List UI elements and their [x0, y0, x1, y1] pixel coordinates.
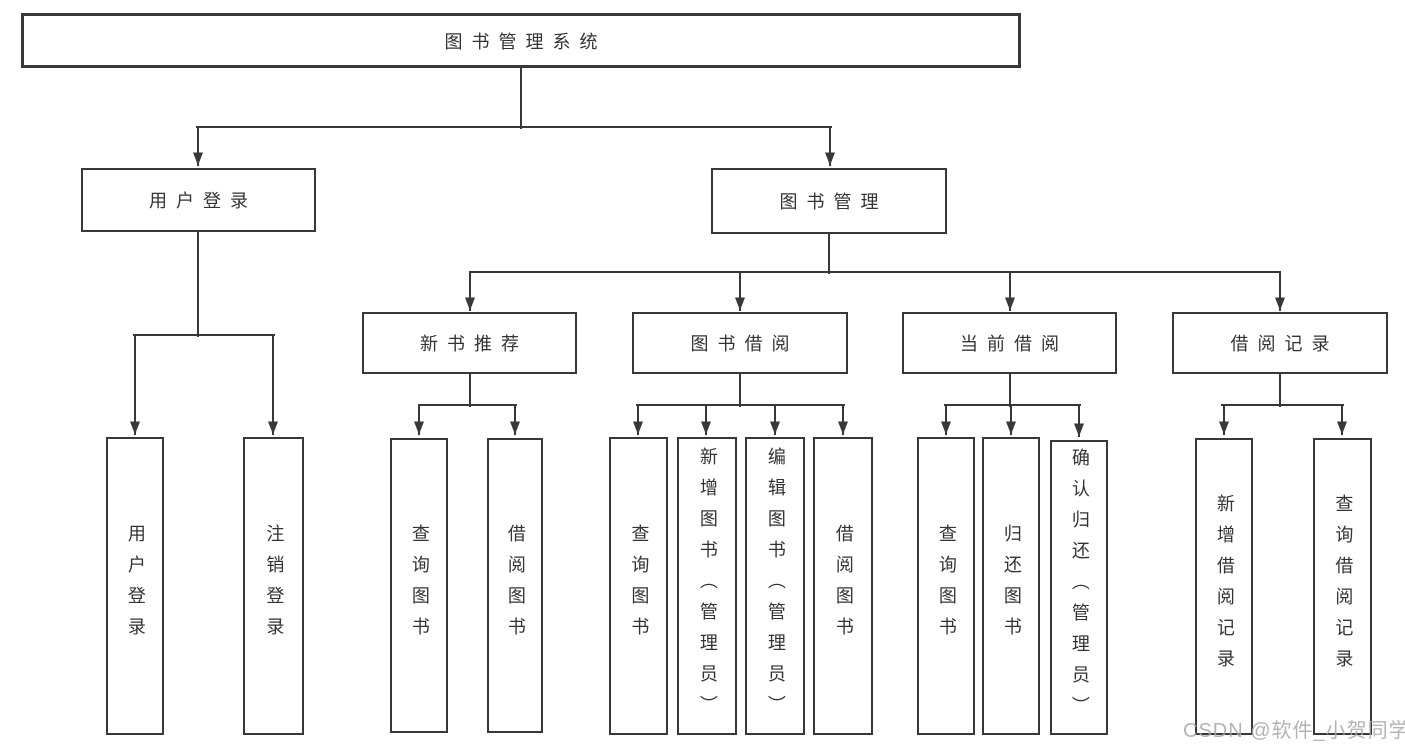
- edges-user-login: [130, 231, 278, 435]
- edges-current-borrow: [941, 373, 1084, 437]
- leaf-add-books-admin: 新增图书（管理员）: [677, 437, 737, 735]
- leaf-query-books-current: 查询图书: [917, 437, 975, 735]
- leaf-user-login: 用户登录: [106, 437, 164, 735]
- leaf-return-books: 归还图书: [982, 437, 1040, 735]
- node-book-management: 图书管理: [711, 168, 947, 234]
- node-new-book-recommend: 新书推荐: [362, 312, 577, 374]
- leaf-query-books-borrow: 查询图书: [609, 437, 668, 735]
- leaf-borrow-books: 借阅图书: [813, 437, 873, 735]
- edges-book-borrow: [633, 373, 848, 435]
- leaf-edit-books-admin: 编辑图书（管理员）: [745, 437, 805, 735]
- leaf-query-books-newbook: 查询图书: [390, 438, 448, 733]
- edges-book-management: [465, 233, 1285, 311]
- leaf-logout-login: 注销登录: [243, 437, 304, 735]
- node-book-management-system: 图书管理系统: [21, 13, 1021, 68]
- leaf-borrow-books-newbook: 借阅图书: [487, 438, 543, 733]
- node-borrow-records: 借阅记录: [1172, 312, 1388, 374]
- edges-root: [193, 67, 835, 166]
- edges-borrow-records: [1219, 373, 1347, 435]
- csdn-watermark: CSDN @软件_小贺同学: [1183, 720, 1405, 742]
- node-current-borrow: 当前借阅: [902, 312, 1117, 374]
- leaf-add-borrow-record: 新增借阅记录: [1195, 438, 1253, 735]
- leaf-query-borrow-record: 查询借阅记录: [1313, 438, 1372, 735]
- edges-new-book: [414, 373, 520, 435]
- node-book-borrow: 图书借阅: [632, 312, 848, 374]
- node-user-login: 用户登录: [81, 168, 316, 232]
- leaf-confirm-return-admin: 确认归还（管理员）: [1050, 440, 1108, 735]
